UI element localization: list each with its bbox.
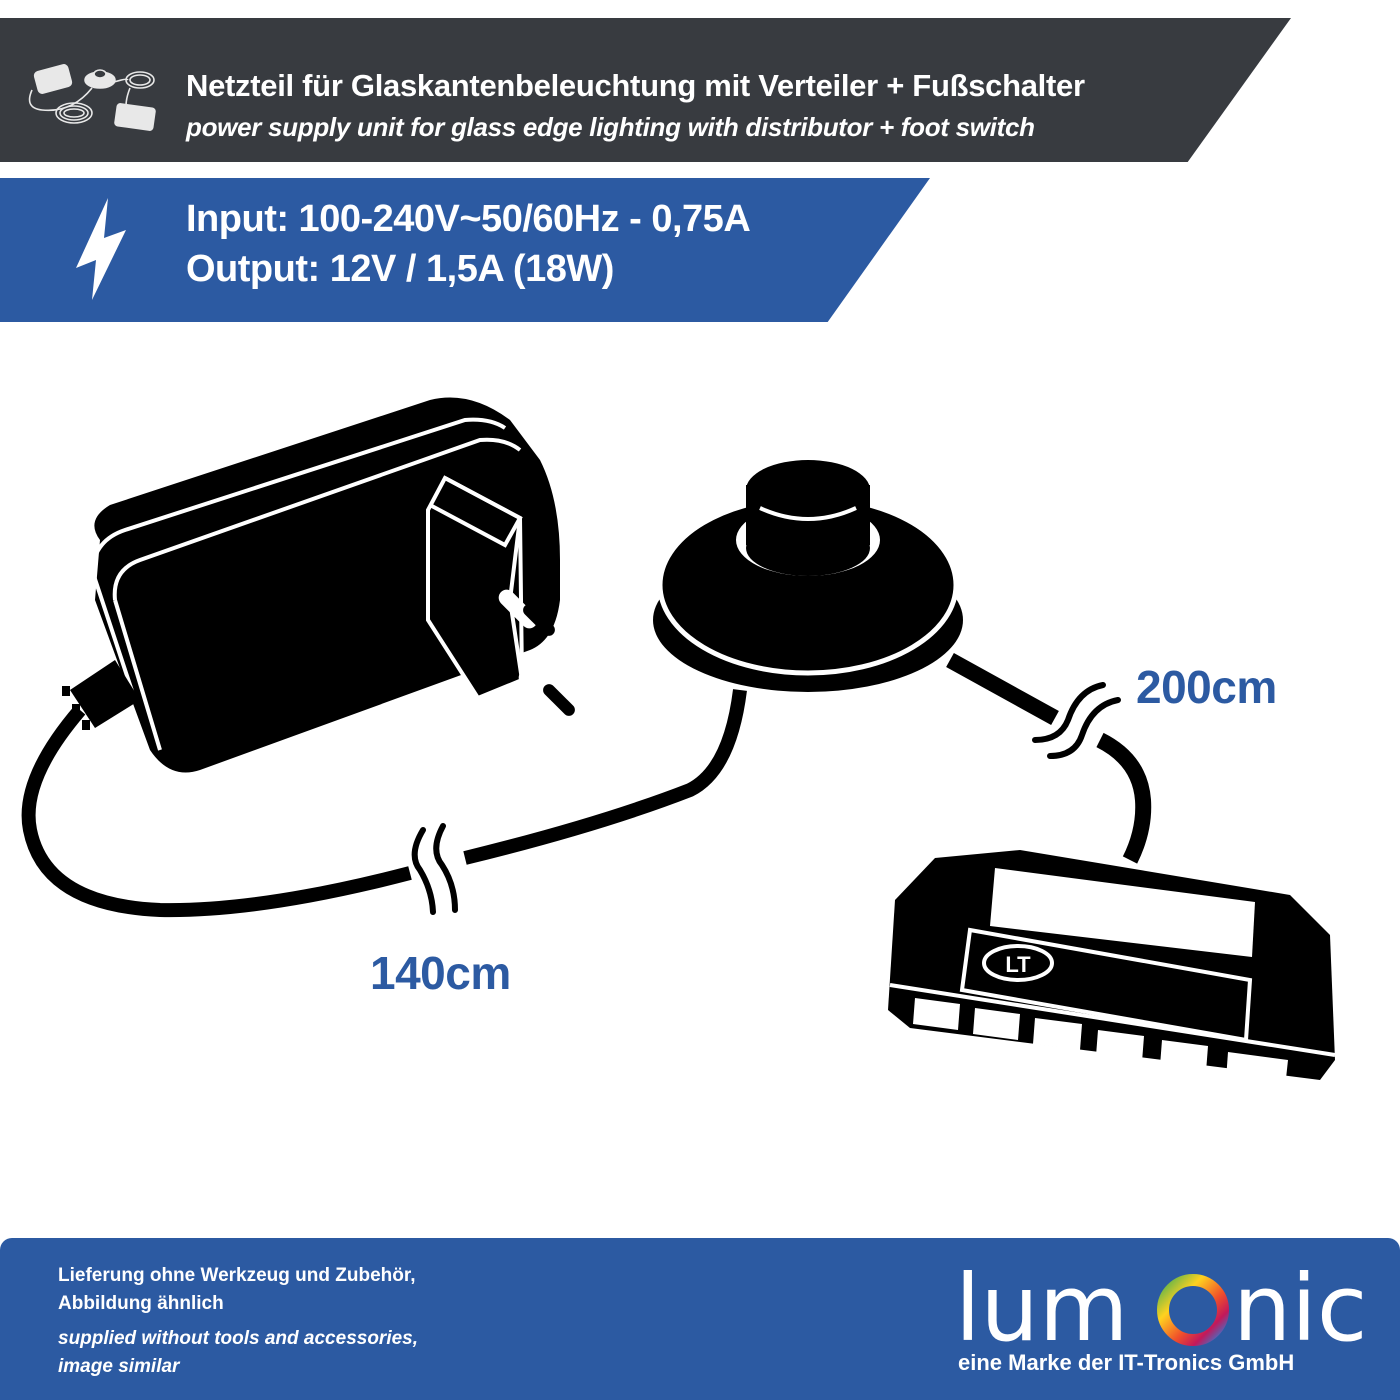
product-title-banner: Netzteil für Glaskantenbeleuchtung mit V… (0, 18, 1291, 162)
cable-length-200: 200cm (1136, 661, 1277, 713)
title-english: power supply unit for glass edge lightin… (186, 112, 1035, 142)
foot-switch-illustration (653, 460, 963, 692)
distributor-logo-text: LT (1005, 952, 1031, 977)
lumonic-logo: lum nic (955, 1258, 1367, 1353)
brand-prefix: lum (955, 1258, 1129, 1353)
cable-140cm (21, 689, 747, 918)
cable-break-140 (411, 823, 458, 915)
power-adapter-illustration (62, 397, 575, 773)
delivery-note-german: Lieferung ohne Werkzeug und Zubehör, Abb… (58, 1262, 416, 1318)
note-en-line1: supplied without tools and accessories, (58, 1328, 419, 1349)
distributor-ports (913, 998, 1288, 1088)
note-de-line2: Abbildung ähnlich (58, 1293, 224, 1314)
lightning-bolt-icon (76, 198, 126, 300)
cable-break-200 (1032, 682, 1121, 759)
distributor-illustration: LT (888, 850, 1336, 1088)
brand-suffix: nic (1233, 1258, 1367, 1353)
footer-banner: Lieferung ohne Werkzeug und Zubehör, Abb… (0, 1238, 1400, 1400)
product-illustration: LT (21, 397, 1336, 1088)
delivery-note-english: supplied without tools and accessories, … (58, 1325, 418, 1381)
product-set-icon (28, 64, 156, 131)
spec-output: Output: 12V / 1,5A (18W) (186, 248, 614, 290)
note-en-line2: image similar (58, 1356, 180, 1377)
color-ring-icon (1157, 1274, 1229, 1346)
brand-tagline: eine Marke der IT-Tronics GmbH (958, 1350, 1295, 1375)
cable-200cm (946, 652, 1152, 864)
cable-length-140: 140cm (370, 947, 511, 999)
title-german: Netzteil für Glaskantenbeleuchtung mit V… (186, 68, 1085, 103)
spec-banner: Input: 100-240V~50/60Hz - 0,75A Output: … (0, 178, 930, 322)
spec-input: Input: 100-240V~50/60Hz - 0,75A (186, 198, 751, 240)
note-de-line1: Lieferung ohne Werkzeug und Zubehör, (58, 1265, 416, 1286)
